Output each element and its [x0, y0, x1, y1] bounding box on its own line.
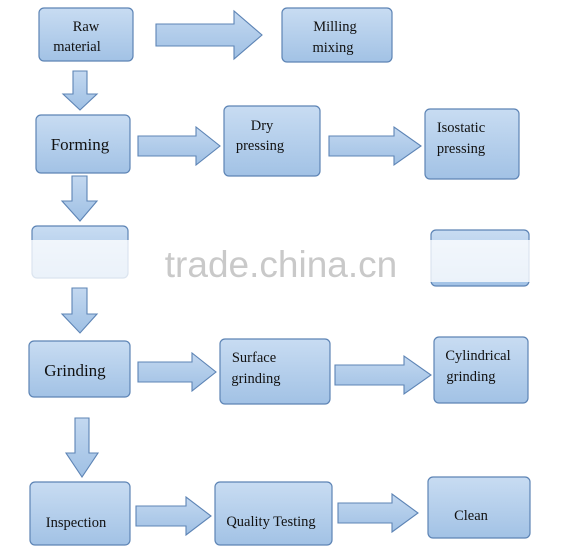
node-isostatic-pressing: Isostatic pressing	[424, 108, 520, 180]
node-forming-label: Forming	[51, 135, 110, 154]
node-clean-label: Clean	[454, 508, 489, 524]
node-inspection-label: Inspection	[46, 515, 107, 531]
watermark-text: trade.china.cn	[165, 244, 397, 285]
node-quality-testing: Quality Testing	[214, 481, 333, 546]
node-raw-material-label-2: material	[53, 39, 101, 55]
node-isostatic-pressing-label-2: pressing	[437, 141, 485, 157]
watermark: trade.china.cn	[0, 240, 561, 285]
arrow-to-grinding	[60, 287, 99, 334]
node-grinding-label: Grinding	[44, 361, 106, 380]
node-cylindrical-grinding-label-1: Cylindrical	[445, 348, 510, 364]
node-surface-grinding: Surface grinding	[219, 338, 331, 405]
node-milling-mixing-label-1: Milling	[313, 19, 357, 35]
arrow-forming-down	[60, 175, 99, 222]
node-quality-testing-label: Quality Testing	[226, 514, 315, 530]
arrow-quality-to-clean	[337, 492, 419, 534]
node-surface-grinding-label-2: grinding	[231, 371, 280, 387]
node-dry-pressing-label-2: pressing	[236, 138, 284, 154]
watermark-band	[0, 240, 561, 282]
node-milling-mixing: Milling mixing	[281, 7, 393, 63]
arrow-raw-to-forming	[61, 70, 99, 111]
node-milling-mixing-label-2: mixing	[312, 40, 353, 56]
node-clean: Clean	[427, 476, 531, 539]
arrow-inspection-to-quality	[135, 495, 212, 537]
arrow-raw-to-milling	[155, 9, 263, 61]
arrow-grinding-to-surface	[137, 351, 217, 393]
node-dry-pressing-label-1: Dry	[251, 118, 274, 134]
node-grinding: Grinding	[28, 340, 131, 398]
node-raw-material: Raw material	[38, 7, 134, 62]
node-isostatic-pressing-label-1: Isostatic	[437, 120, 485, 136]
node-surface-grinding-label-1: Surface	[232, 350, 276, 366]
node-cylindrical-grinding: Cylindrical grinding	[433, 336, 529, 404]
node-raw-material-label-1: Raw	[73, 19, 100, 35]
arrow-forming-to-dry-pressing	[137, 125, 221, 167]
arrow-dry-to-isostatic	[328, 125, 422, 167]
arrow-grinding-to-inspection	[64, 417, 100, 478]
arrow-surface-to-cylindrical	[334, 354, 432, 396]
node-forming: Forming	[35, 114, 131, 174]
node-inspection: Inspection	[29, 481, 131, 546]
node-dry-pressing: Dry pressing	[223, 105, 321, 177]
node-cylindrical-grinding-label-2: grinding	[446, 369, 495, 385]
